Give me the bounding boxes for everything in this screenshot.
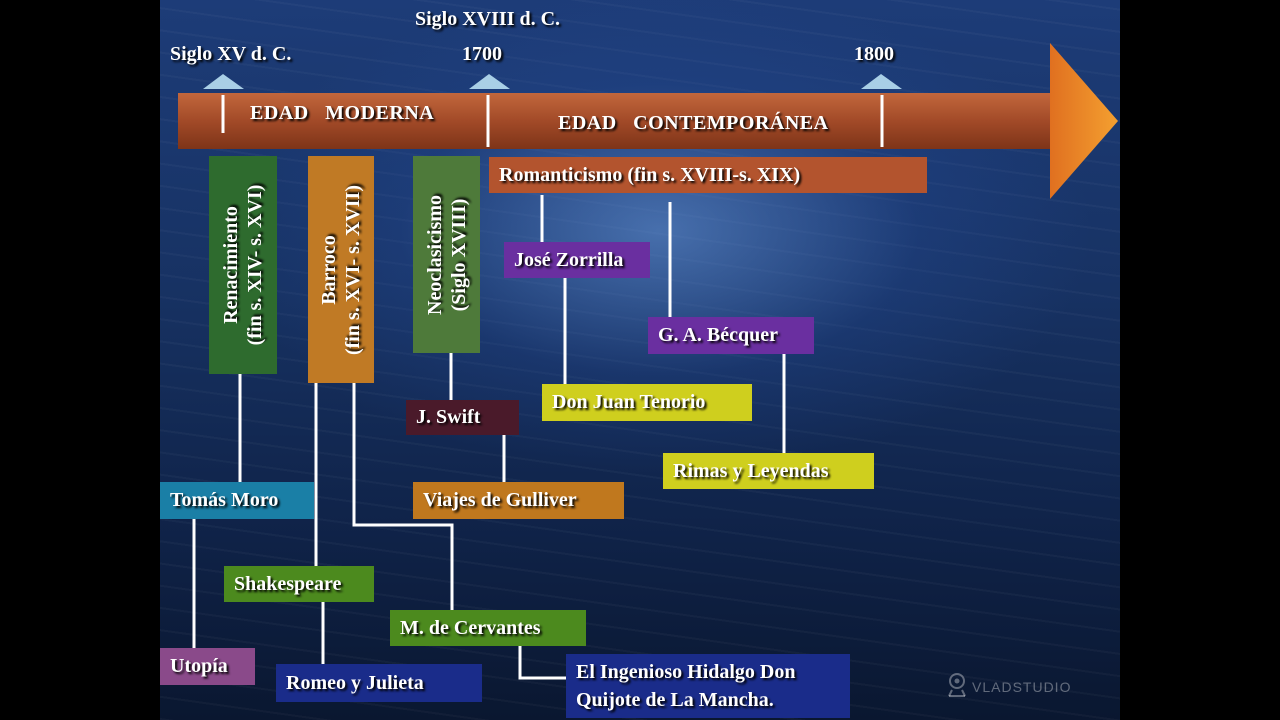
movement-romanticismo: Romanticismo (fin s. XVIII-s. XIX) [489, 157, 927, 193]
neoclasicismo-name: Neoclasicismo [423, 194, 446, 315]
quijote-line-1: El Ingenioso Hidalgo Don [576, 661, 796, 683]
marker-siglo-xv [203, 74, 244, 89]
slide: Siglo XVIII d. C. Siglo XV d. C. 1700 18… [160, 0, 1120, 720]
era-moderna: EDAD MODERNA [250, 102, 435, 124]
marker-1800 [861, 74, 902, 89]
renacimiento-period: (fin s. XIV- s. XVI) [244, 184, 266, 346]
work-romeo-y-julieta: Romeo y Julieta [276, 664, 482, 702]
author-swift: J. Swift [406, 400, 519, 435]
timeline-bar [178, 93, 1058, 149]
author-zorrilla: José Zorrilla [504, 242, 650, 278]
movement-renacimiento-text: Renacimiento (fin s. XIV- s. XVI) [219, 185, 267, 346]
marker-1700 [469, 74, 510, 89]
movement-renacimiento: Renacimiento (fin s. XIV- s. XVI) [209, 156, 277, 374]
timeline-arrowhead [1050, 43, 1118, 199]
movement-neoclasicismo-text: Neoclasicismo (Siglo XVIII) [423, 195, 471, 315]
work-don-juan-tenorio: Don Juan Tenorio [542, 384, 752, 421]
label-1800: 1800 [854, 43, 894, 65]
watermark: VLADSTUDIO [972, 679, 1072, 695]
quijote-line-2: Quijote de La Mancha. [576, 689, 774, 711]
line-cervantes-quijote [518, 646, 566, 680]
label-siglo-xv: Siglo XV d. C. [170, 43, 292, 65]
movement-barroco: Barroco (fin s. XVI- s. XVII) [308, 156, 374, 383]
work-gulliver: Viajes de Gulliver [413, 482, 624, 519]
label-1700: 1700 [462, 43, 502, 65]
renacimiento-name: Renacimiento [220, 206, 242, 324]
author-cervantes: M. de Cervantes [390, 610, 586, 646]
neoclasicismo-period: (Siglo XVIII) [447, 198, 470, 311]
barroco-name: Barroco [318, 234, 340, 305]
author-shakespeare: Shakespeare [224, 566, 374, 602]
line-barroco-cervantes [352, 383, 454, 612]
era-contemporanea: EDAD CONTEMPORÁNEA [558, 112, 829, 134]
work-rimas-y-leyendas: Rimas y Leyendas [663, 453, 874, 489]
work-utopia: Utopía [160, 648, 255, 685]
work-quijote: El Ingenioso Hidalgo Don Quijote de La M… [566, 654, 850, 718]
movement-barroco-text: Barroco (fin s. XVI- s. XVII) [317, 184, 365, 354]
connector-lines [192, 195, 786, 680]
timeline-arrow [178, 43, 1118, 199]
barroco-period: (fin s. XVI- s. XVII) [342, 184, 364, 355]
author-tomas-moro: Tomás Moro [160, 482, 314, 519]
vladstudio-logo-icon [948, 673, 966, 697]
movement-neoclasicismo: Neoclasicismo (Siglo XVIII) [413, 156, 480, 353]
label-siglo-xviii: Siglo XVIII d. C. [415, 8, 561, 30]
author-becquer: G. A. Bécquer [648, 317, 814, 354]
